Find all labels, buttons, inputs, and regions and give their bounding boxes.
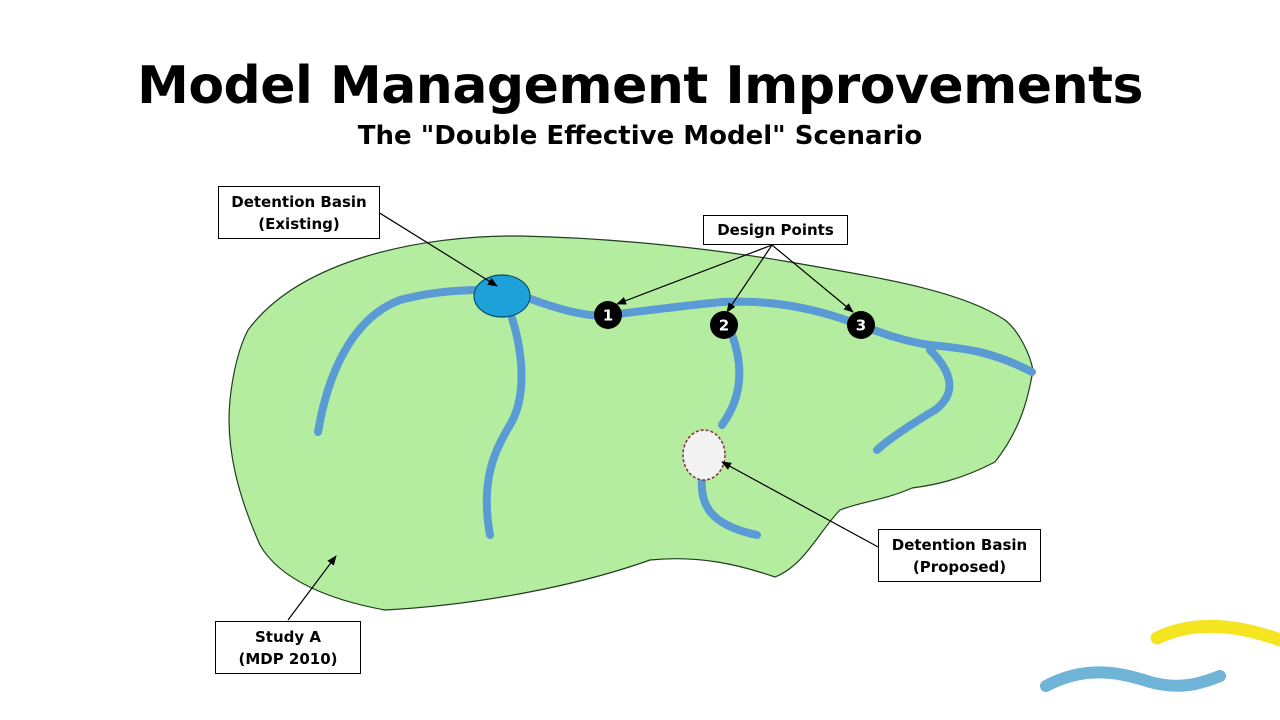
label-existing-basin-line2: (Existing) xyxy=(258,214,340,233)
stream-tributary-2 xyxy=(718,331,744,429)
design-point-1: 1 xyxy=(594,301,622,329)
label-study-a: Study A (MDP 2010) xyxy=(215,621,361,674)
design-point-1-label: 1 xyxy=(603,307,613,325)
stream-south-branch xyxy=(482,314,526,539)
label-study-a-line1: Study A xyxy=(255,627,321,646)
arrow-proposed-basin xyxy=(721,461,881,549)
label-proposed-basin-line1: Detention Basin xyxy=(891,535,1028,554)
label-existing-basin: Detention Basin (Existing) xyxy=(218,186,380,239)
design-point-3-label: 3 xyxy=(856,317,866,335)
label-study-a-line2: (MDP 2010) xyxy=(238,649,338,668)
design-point-2-label: 2 xyxy=(719,317,729,335)
existing-detention-basin xyxy=(473,274,531,318)
label-existing-basin-line1: Detention Basin xyxy=(231,192,367,211)
arrow-existing-basin xyxy=(377,211,498,287)
study-area-shape xyxy=(228,235,1034,611)
design-point-2: 2 xyxy=(710,311,738,339)
proposed-detention-basin xyxy=(682,429,726,481)
accent-stroke-blue xyxy=(1040,666,1226,692)
stream-east-branch xyxy=(873,346,954,454)
stream-tributary-proposed-lower xyxy=(697,474,761,539)
slide-title: Model Management Improvements xyxy=(137,56,1143,116)
label-proposed-basin-line2: (Proposed) xyxy=(912,557,1007,576)
stream-west-branch xyxy=(314,286,486,436)
label-proposed-basin: Detention Basin (Proposed) xyxy=(878,529,1041,582)
slide-subtitle: The "Double Effective Model" Scenario xyxy=(357,121,923,151)
arrow-design-point-3 xyxy=(771,244,854,313)
arrow-design-point-2 xyxy=(726,244,773,313)
accent-stroke-yellow xyxy=(1150,619,1280,647)
label-design-points-line1: Design Points xyxy=(717,221,834,239)
callout-arrows xyxy=(287,211,881,621)
design-point-3: 3 xyxy=(847,311,875,339)
arrow-design-point-1 xyxy=(616,244,773,305)
arrow-study-area xyxy=(287,555,337,621)
label-design-points: Design Points xyxy=(703,215,848,245)
